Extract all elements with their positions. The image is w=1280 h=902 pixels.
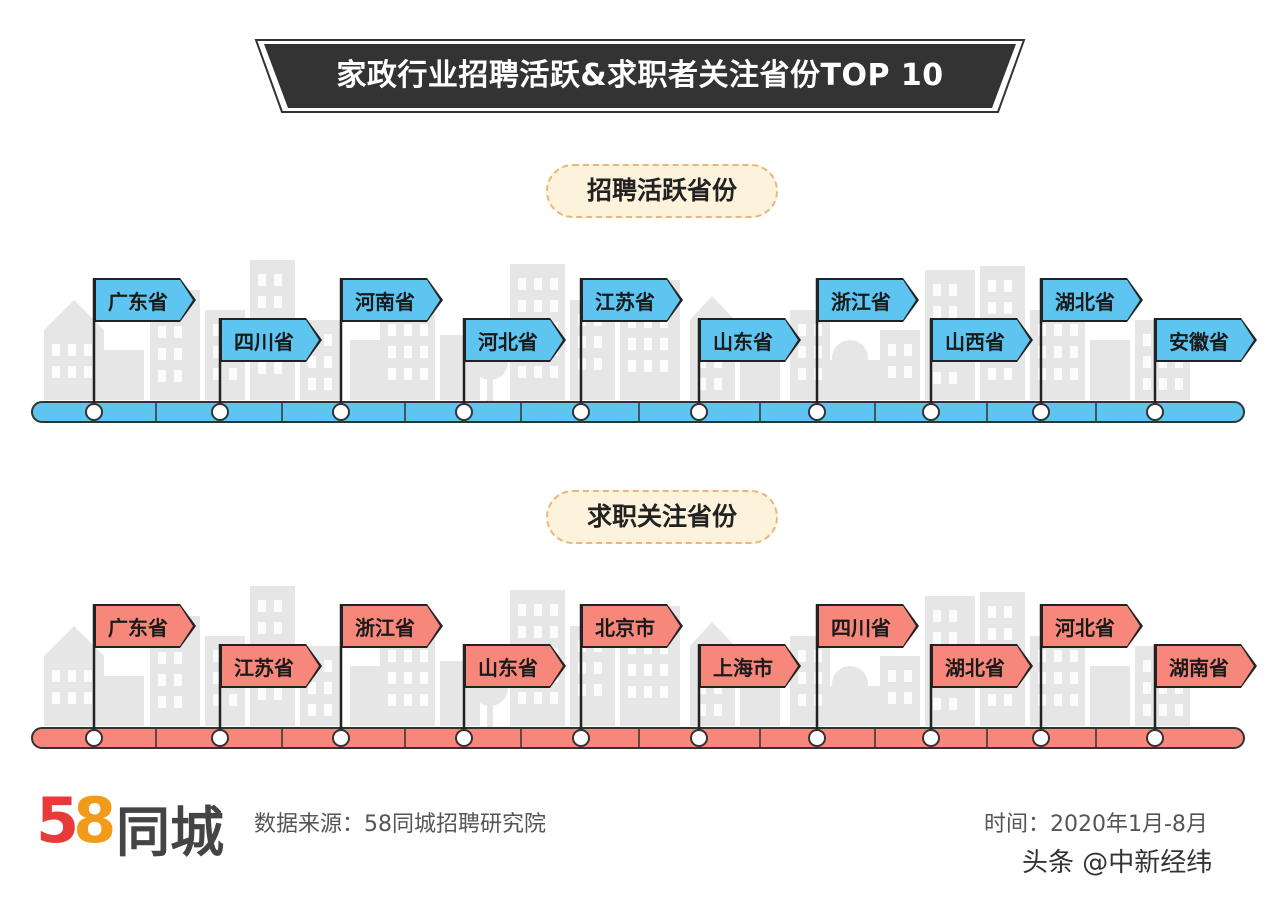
flag-text: 四川省 [234, 330, 294, 354]
flag-label: 山东省 [699, 318, 801, 362]
skyline-illustration [31, 586, 1245, 749]
timeline-node [85, 729, 103, 747]
page-title: 家政行业招聘活跃&求职者关注省份TOP 10 [336, 58, 944, 93]
timeline-node [211, 403, 229, 421]
flag-label: 江苏省 [581, 278, 683, 322]
title-banner: 家政行业招聘活跃&求职者关注省份TOP 10 [250, 38, 1030, 114]
timeline-node [690, 729, 708, 747]
timeline-node [572, 403, 590, 421]
timeline-node [1146, 729, 1164, 747]
flag-label: 江苏省 [220, 644, 322, 688]
flag-text: 湖北省 [945, 656, 1005, 680]
logo-58-icon: 58 [36, 784, 116, 857]
timeline-node [332, 729, 350, 747]
flag-label: 北京市 [581, 604, 683, 648]
timeline-node [1032, 729, 1050, 747]
data-source: 数据来源：58同城招聘研究院 [254, 812, 546, 837]
flag-text: 北京市 [595, 616, 655, 640]
timeline-node [332, 403, 350, 421]
flag-text: 安徽省 [1169, 330, 1229, 354]
timeline-node [572, 729, 590, 747]
timeline-node [211, 729, 229, 747]
time-range: 时间：2020年1月-8月 [984, 812, 1208, 837]
timeline-node [455, 729, 473, 747]
timeline-node [85, 403, 103, 421]
flag-label: 湖北省 [1041, 278, 1143, 322]
flag-label: 河北省 [1041, 604, 1143, 648]
logo-name: 同城 [116, 801, 224, 864]
section-label-seeker: 求职关注省份 [546, 490, 778, 544]
flag-label: 安徽省 [1155, 318, 1257, 362]
timeline-node [455, 403, 473, 421]
flag-label: 河南省 [341, 278, 443, 322]
flag-text: 浙江省 [831, 290, 891, 314]
flag-label: 湖北省 [931, 644, 1033, 688]
flag-label: 广东省 [94, 278, 196, 322]
flag-text: 河北省 [1055, 616, 1115, 640]
flag-text: 山西省 [945, 330, 1005, 354]
flag-label: 山西省 [931, 318, 1033, 362]
flag-text: 山东省 [713, 330, 773, 354]
flag-label: 广东省 [94, 604, 196, 648]
timeline-node [1146, 403, 1164, 421]
timeline-node [808, 729, 826, 747]
flag-text: 江苏省 [234, 656, 294, 680]
flag-text: 山东省 [478, 656, 538, 680]
flag-text: 广东省 [108, 616, 168, 640]
flag-label: 浙江省 [817, 278, 919, 322]
flag-text: 河南省 [355, 290, 415, 314]
flag-text: 浙江省 [355, 616, 415, 640]
flag-label: 河北省 [464, 318, 566, 362]
flag-label: 浙江省 [341, 604, 443, 648]
section-label-recruit: 招聘活跃省份 [546, 164, 778, 218]
flag-label: 山东省 [464, 644, 566, 688]
timeline-node [808, 403, 826, 421]
flag-label: 湖南省 [1155, 644, 1257, 688]
flag-label: 四川省 [220, 318, 322, 362]
flag-text: 湖北省 [1055, 290, 1115, 314]
flag-label: 上海市 [699, 644, 801, 688]
timeline-seeker: 广东省江苏省 浙江省山东省 北京市上海市 四川省湖北省 河北省湖南省 [0, 576, 1280, 776]
timeline-node [1032, 403, 1050, 421]
timeline-node [922, 403, 940, 421]
flag-text: 上海市 [713, 656, 773, 680]
timeline-node [690, 403, 708, 421]
timeline-recruit: 广东省四川省 河南省河北省 江苏省山东省 浙江省山西省 湖北省安徽省 [0, 250, 1280, 450]
flag-text: 河北省 [478, 330, 538, 354]
timeline-node [922, 729, 940, 747]
flag-label: 四川省 [817, 604, 919, 648]
flag-text: 广东省 [108, 290, 168, 314]
watermark: 头条 @中新经纬 [1022, 848, 1213, 878]
flag-text: 江苏省 [595, 290, 655, 314]
flag-text: 四川省 [831, 616, 891, 640]
banner-shape [254, 39, 1026, 113]
flag-text: 湖南省 [1169, 656, 1229, 680]
